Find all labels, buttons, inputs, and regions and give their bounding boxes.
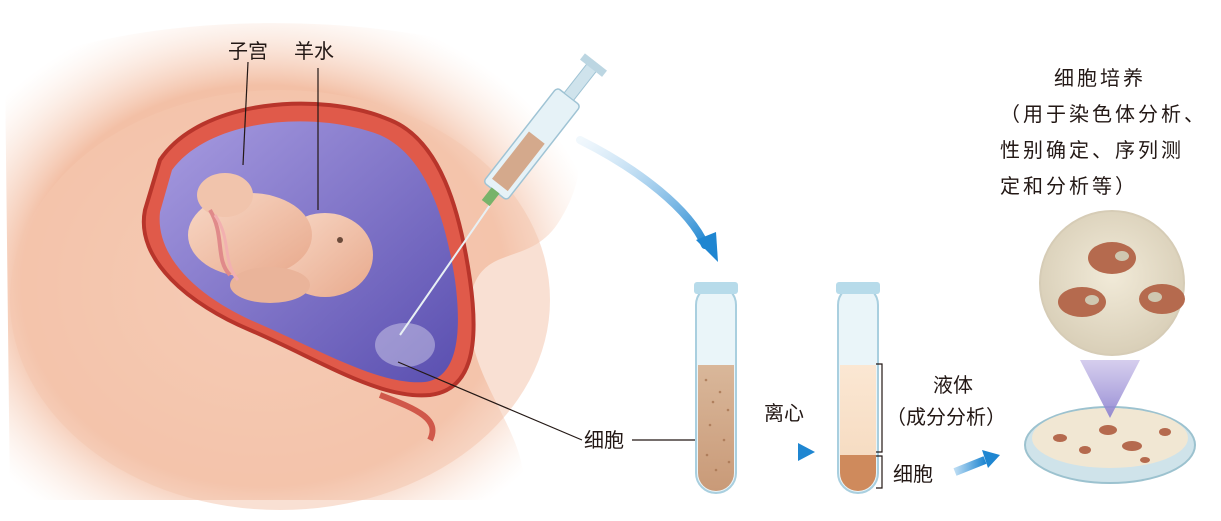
cell-culture-caption: 细胞培养 （用于染色体分析、 性别确定、序列测 定和分析等） (1000, 60, 1218, 204)
test-tube-centrifuged (836, 282, 880, 493)
uterus-label: 子宫 (228, 38, 268, 64)
cell-culture-title: 细胞培养 (1000, 60, 1200, 96)
cell-culture-line-3: 定和分析等） (1000, 168, 1218, 204)
transfer-arrow (580, 140, 705, 245)
liquid-label: 液体 (933, 372, 973, 398)
centrifuge-label: 离心 (764, 400, 804, 426)
liquid-note-label: （成分分析） (886, 404, 1006, 430)
cell-culture-line-1: （用于染色体分析、 (1000, 96, 1218, 132)
cells-label-left: 细胞 (584, 427, 624, 453)
petri-dish (1025, 407, 1195, 483)
magnified-cells (1040, 211, 1185, 355)
test-tube-amniotic-sample (694, 282, 738, 493)
amniotic-fluid-label: 羊水 (294, 38, 334, 64)
cell-culture-line-2: 性别确定、序列测 (1000, 132, 1218, 168)
cells-label-right: 细胞 (893, 461, 933, 487)
culture-arrow (955, 460, 985, 472)
